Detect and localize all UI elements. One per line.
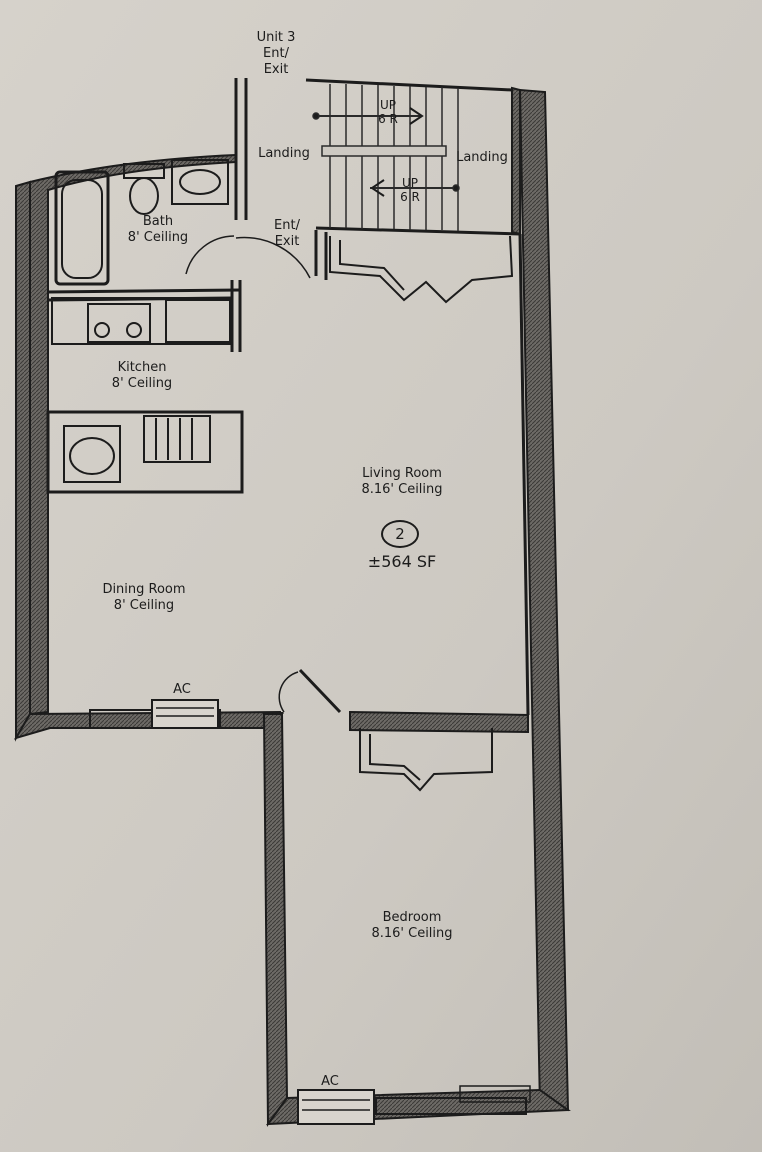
ac-unit-bedroom [297,1089,375,1125]
stair-upper-up: UP [379,98,397,112]
room-dining-name: Dining Room [102,582,186,597]
room-kitchen-name: Kitchen [117,360,167,375]
ac-dining-label: AC [173,682,191,697]
room-living: Living Room 8.16' Ceiling [361,466,442,498]
room-bedroom: Bedroom 8.16' Ceiling [371,910,452,942]
arrow-right-icon [409,107,424,125]
entrance-top-line3: Exit [263,62,289,77]
entrance-side-line1: Ent/ [274,218,300,233]
radiator [459,1085,531,1103]
stair-upper-label: UP 6 R [378,98,398,126]
ac-unit-dining [151,699,219,729]
entrance-side-line2: Exit [274,234,300,249]
room-bath-ceiling: 8' Ceiling [127,230,189,245]
unit-number-badge: 2 [381,520,419,548]
interior-walls [46,78,530,1115]
ac-bedroom-label: AC [321,1074,339,1089]
room-dining-ceiling: 8' Ceiling [113,598,175,613]
room-kitchen: Kitchen 8' Ceiling [112,360,172,392]
room-living-ceiling: 8.16' Ceiling [361,482,443,497]
room-bedroom-ceiling: 8.16' Ceiling [371,926,453,941]
landing-left-label: Landing [258,146,310,161]
stair-lower-label: UP 6 R [400,176,420,204]
staircase [312,84,460,231]
room-dining: Dining Room 8' Ceiling [102,582,185,614]
door-swings [185,235,311,713]
arrow-left-icon [370,179,385,197]
room-bath: Bath 8' Ceiling [128,214,188,246]
room-bedroom-name: Bedroom [382,910,442,925]
unit-area: ±564 SF [367,552,437,571]
stair-upper-risers: 6 R [378,112,398,126]
landing-right-label: Landing [456,150,508,165]
room-kitchen-ceiling: 8' Ceiling [111,376,173,391]
room-bath-name: Bath [142,214,174,229]
entrance-side-label: Ent/ Exit [274,218,300,250]
stair-lower-risers: 6 R [400,190,420,204]
dishwasher [155,418,193,460]
stair-lower-up: UP [401,176,419,190]
entrance-top-line2: Ent/ [263,46,289,61]
room-living-name: Living Room [362,466,442,481]
entrance-top-line1: Unit 3 [256,30,296,45]
entrance-top-label: Unit 3 Ent/ Exit [257,30,296,78]
